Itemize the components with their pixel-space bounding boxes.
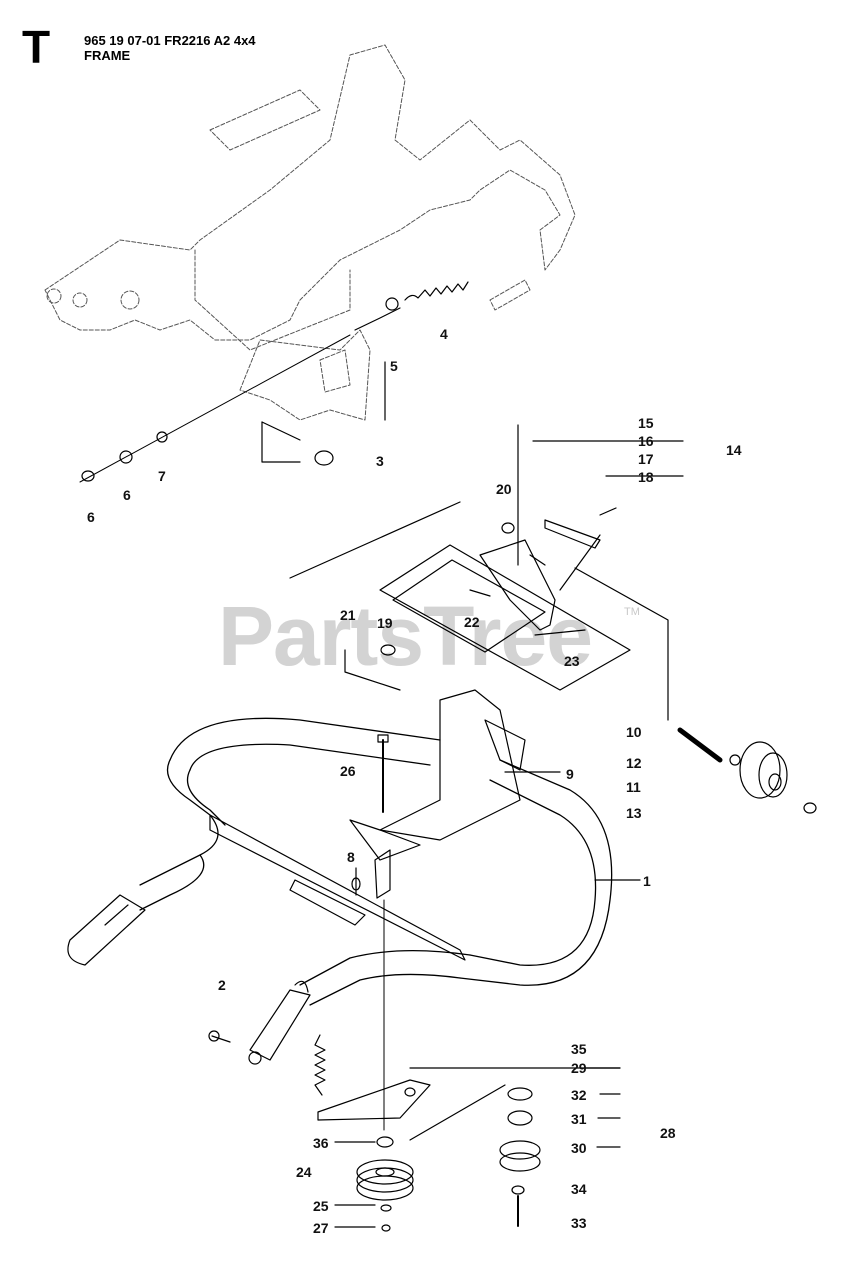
callout-31: 31 bbox=[571, 1111, 587, 1127]
callout-5: 5 bbox=[390, 358, 398, 374]
callout-29: 29 bbox=[571, 1060, 587, 1076]
spring-rod bbox=[354, 281, 469, 331]
callout-11: 11 bbox=[626, 779, 641, 795]
callout-6a: 6 bbox=[87, 509, 95, 525]
callout-4: 4 bbox=[440, 326, 448, 342]
callout-35: 35 bbox=[571, 1041, 587, 1057]
callout-22: 22 bbox=[464, 614, 480, 630]
callout-19: 19 bbox=[377, 615, 393, 631]
callout-9: 9 bbox=[566, 766, 574, 782]
callout-24: 24 bbox=[296, 1164, 312, 1180]
plate-assembly bbox=[379, 507, 631, 691]
callout-12: 12 bbox=[626, 755, 642, 771]
callout-30: 30 bbox=[571, 1140, 587, 1156]
callout-27: 27 bbox=[313, 1220, 329, 1236]
callout-16: 16 bbox=[638, 433, 654, 449]
callout-13: 13 bbox=[626, 805, 642, 821]
part-code: 965 19 07-01 FR2216 A2 4x4 bbox=[84, 33, 256, 48]
callout-32: 32 bbox=[571, 1087, 587, 1103]
callout-26: 25 bbox=[313, 1198, 329, 1214]
callout-6b: 6 bbox=[123, 487, 131, 503]
watermark-trademark: TM bbox=[624, 606, 640, 618]
callout-2: 2 bbox=[218, 977, 226, 993]
callout-23: 23 bbox=[564, 653, 580, 669]
callout-21: 21 bbox=[340, 607, 356, 623]
callout-14: 14 bbox=[726, 442, 742, 458]
callout-labels: 1 2 3 4 5 6 6 7 8 9 10 11 12 13 14 15 16… bbox=[87, 326, 742, 1236]
callout-34: 34 bbox=[571, 1181, 587, 1197]
callout-3: 3 bbox=[376, 453, 384, 469]
callout-10: 10 bbox=[626, 724, 642, 740]
callout-20: 20 bbox=[496, 481, 512, 497]
callout-7: 7 bbox=[158, 468, 166, 484]
callout-17: 17 bbox=[638, 451, 654, 467]
section-letter: T bbox=[22, 21, 51, 73]
section-title: FRAME bbox=[84, 48, 131, 63]
callout-36: 36 bbox=[313, 1135, 329, 1151]
callout-8: 8 bbox=[347, 849, 355, 865]
callout-28: 28 bbox=[660, 1125, 676, 1141]
callout-18: 18 bbox=[638, 469, 654, 485]
callout-1: 1 bbox=[643, 873, 651, 889]
callout-15: 15 bbox=[638, 415, 654, 431]
callout-25: 26 bbox=[340, 763, 356, 779]
callout-33: 33 bbox=[571, 1215, 587, 1231]
ghost-chassis bbox=[44, 44, 576, 421]
main-frame-tube bbox=[139, 717, 613, 1006]
